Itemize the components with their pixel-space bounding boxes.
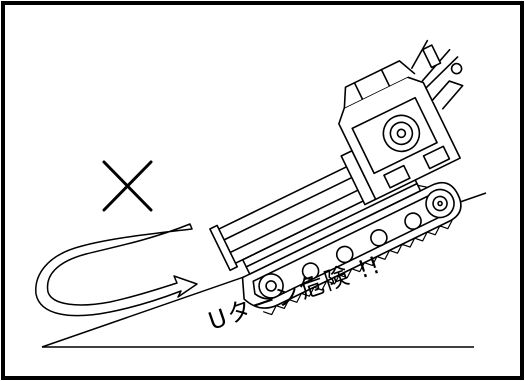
crawler-carrier-icon [209, 39, 464, 316]
u-turn-arrow-icon [35, 223, 198, 317]
cross-mark-icon [102, 160, 153, 212]
